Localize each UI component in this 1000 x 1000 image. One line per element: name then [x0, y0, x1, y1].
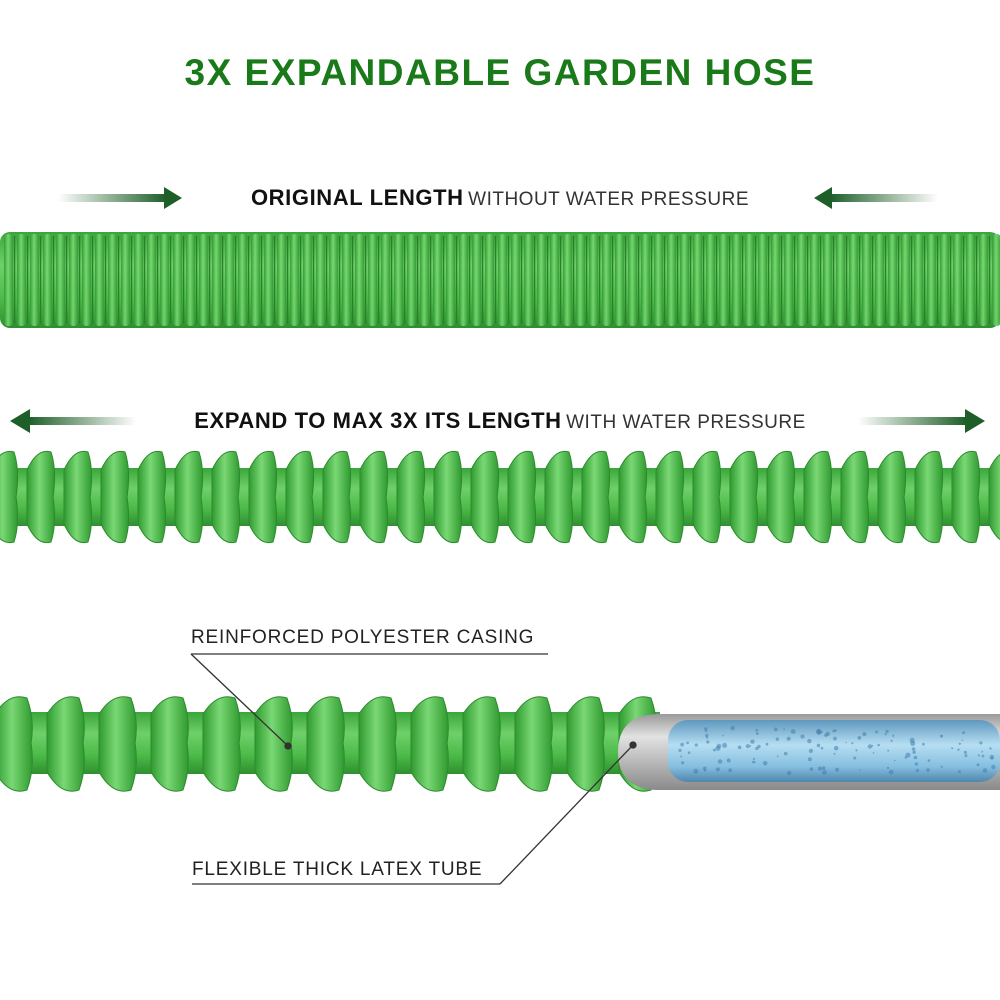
expanded-length-heading: EXPAND TO MAX 3X ITS LENGTH: [194, 408, 562, 433]
arrow-left-icon: [814, 187, 938, 209]
expanded-length-caption: EXPAND TO MAX 3X ITS LENGTH WITH WATER P…: [0, 408, 1000, 434]
latex-tube: [618, 714, 1000, 790]
hose-compressed: [0, 232, 1000, 328]
arrow-left-icon: [10, 409, 136, 433]
tube-callout-line: [192, 741, 637, 885]
casing-callout-label: REINFORCED POLYESTER CASING: [191, 627, 535, 648]
original-length-caption: ORIGINAL LENGTH WITHOUT WATER PRESSURE: [0, 185, 1000, 211]
original-length-subtext: WITHOUT WATER PRESSURE: [468, 189, 750, 210]
original-length-heading: ORIGINAL LENGTH: [250, 185, 464, 210]
hose-cutaway: [0, 696, 1000, 792]
page-title: 3X EXPANDABLE GARDEN HOSE: [184, 52, 816, 93]
tube-callout-label: FLEXIBLE THICK LATEX TUBE: [192, 859, 483, 880]
arrow-right-icon: [858, 409, 985, 433]
casing-callout-line: [190, 653, 548, 750]
hose-expanded: [0, 450, 1000, 544]
expanded-length-subtext: WITH WATER PRESSURE: [566, 412, 806, 433]
arrow-right-icon: [58, 187, 182, 209]
